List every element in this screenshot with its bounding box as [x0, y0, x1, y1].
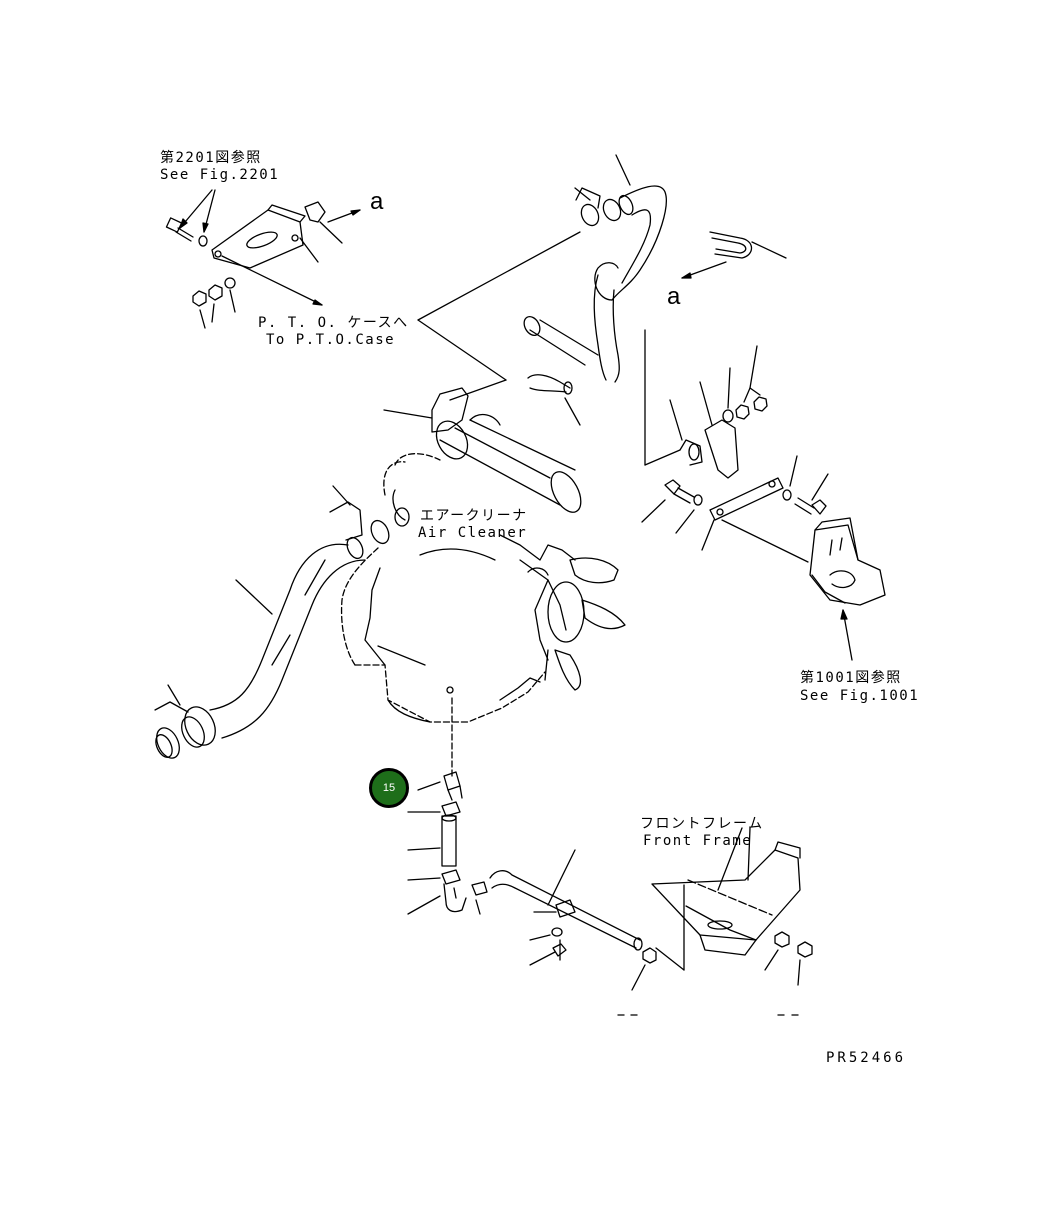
callout-15[interactable]: 15	[369, 768, 409, 808]
air-cleaner-jp: エアークリーナ	[420, 508, 528, 524]
front-frame-en: Front Frame	[643, 833, 753, 849]
figure-number: PR52466	[826, 1050, 907, 1066]
to-pto-case-en: To P.T.O.Case	[266, 332, 396, 348]
front-frame-jp: フロントフレーム	[640, 816, 764, 832]
marker-a-top: a	[370, 188, 384, 215]
see-fig-1001-en: See Fig.1001	[800, 688, 920, 704]
engine-group	[340, 387, 626, 723]
see-fig-1001-jp: 第1001図参照	[800, 670, 902, 686]
pto-bracket-group	[165, 189, 361, 329]
see-fig-2201-jp: 第2201図参照	[160, 150, 262, 166]
marker-a-right: a	[667, 283, 681, 310]
see-fig-2201-en: See Fig.2201	[160, 167, 280, 183]
mount-bracket-group	[641, 345, 886, 661]
to-pto-case-jp: P. T. O. ケースへ	[258, 315, 409, 331]
front-frame-group	[617, 827, 813, 1016]
drain-group	[407, 697, 685, 991]
intake-pipe-group	[417, 154, 681, 466]
u-bolt	[681, 231, 787, 279]
air-cleaner-en: Air Cleaner	[418, 525, 528, 541]
radiator-hose-group	[154, 485, 390, 759]
